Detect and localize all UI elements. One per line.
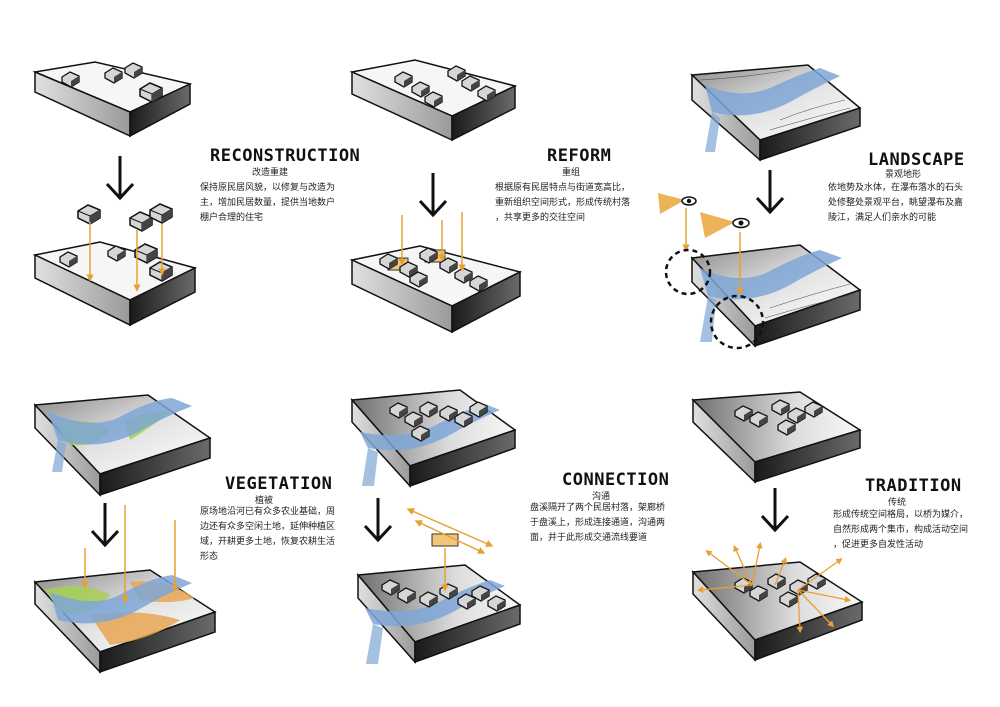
eye-icon [732,217,750,229]
description-line: 域，开耕更多土地，恢复农耕生活 [200,537,336,547]
panel-title-reconstruction: RECONSTRUCTION [210,146,361,166]
description-line: 原场地沿河已有众多农业基础，周 [200,507,336,517]
description-line: 依地势及水体，在瀑布落水的石头 [828,183,964,193]
landscape-illustration [658,64,862,350]
description-line: 保持原民居风貌，以修复与改造为 [200,183,336,193]
description-line: 形态 [200,552,219,562]
focus-circle [664,248,712,296]
description-line: ，促进更多自发性活动 [833,540,924,550]
panel-title-tradition: TRADITION [865,476,962,496]
panel-title-vegetation: VEGETATION [225,474,333,494]
description-line: 边还有众多空闲土地，延伸种植区 [200,522,336,532]
description-line: 主，增加民居数量，提供当地数户 [200,198,336,208]
eye-icon [681,196,697,206]
panel-description-reform: 根据原有民居特点与街道宽高比， 重新组织空间形式，形成传统村落 ，共享更多的交往… [495,181,630,226]
description-line: 自然形成两个集市，构成活动空间 [833,525,969,535]
description-line: 盘溪隔开了两个民居村落，架廊桥 [530,503,666,513]
focus-circle [709,294,765,350]
panel-description-landscape: 依地势及水体，在瀑布落水的石头 处修整处景观平台，眺望瀑布及嘉 陵江，满足人们亲… [828,181,963,226]
panel-description-connection: 盘溪隔开了两个民居村落，架廊桥 于盘溪上，形成连接通道，沟通两 面，并于此形成交… [530,501,665,546]
description-line: 面，并于此形成交通流线要道 [530,533,648,543]
panel-description-tradition: 形成传统空间格局，以桥为媒介， 自然形成两个集市，构成活动空间 ，促进更多自发性… [833,508,968,553]
panel-description-reconstruction: 保持原民居风貌，以修复与改造为 主，增加民居数量，提供当地数户 棚户合理的住宅 [200,181,335,226]
panel-subtitle-connection: 沟通 [592,492,611,502]
panel-subtitle-reconstruction: 改造重建 [252,168,289,178]
panel-description-vegetation: 原场地沿河已有众多农业基础，周 边还有众多空闲土地，延伸种植区 域，开耕更多土地… [200,505,335,565]
panel-title-connection: CONNECTION [562,470,670,490]
description-line: 重新组织空间形式，形成传统村落 [495,198,631,208]
down-arrow-icon [760,486,790,532]
down-arrow-icon [90,501,120,547]
description-line: 陵江，满足人们亲水的可能 [828,213,937,223]
panel-title-reform: REFORM [547,146,612,166]
description-line: 于盘溪上，形成连接通道，沟通两 [530,518,666,528]
description-line: 棚户合理的住宅 [200,213,264,223]
down-arrow-icon [755,168,785,214]
tradition-illustration [691,391,864,662]
panel-title-landscape: LANDSCAPE [868,150,965,170]
description-line: 处修整处景观平台，眺望瀑布及嘉 [828,198,964,208]
panel-subtitle-landscape: 景观地形 [885,170,922,180]
reform-illustration [349,59,523,334]
panel-subtitle-reform: 重组 [562,168,581,178]
panel-subtitle-tradition: 传统 [888,498,907,508]
description-line: 根据原有民居特点与街道宽高比， [495,183,631,193]
description-line: ，共享更多的交往空间 [495,213,586,223]
reconstruction-illustration [32,61,198,327]
description-line: 形成传统空间格局，以桥为媒介， [833,510,969,520]
down-arrow-icon [105,154,135,200]
down-arrow-icon [363,496,393,542]
panel-subtitle-vegetation: 植被 [255,496,274,506]
bridge-block [431,533,459,547]
connection-illustration [350,389,522,664]
vegetation-illustration [33,394,217,674]
down-arrow-icon [418,171,448,217]
